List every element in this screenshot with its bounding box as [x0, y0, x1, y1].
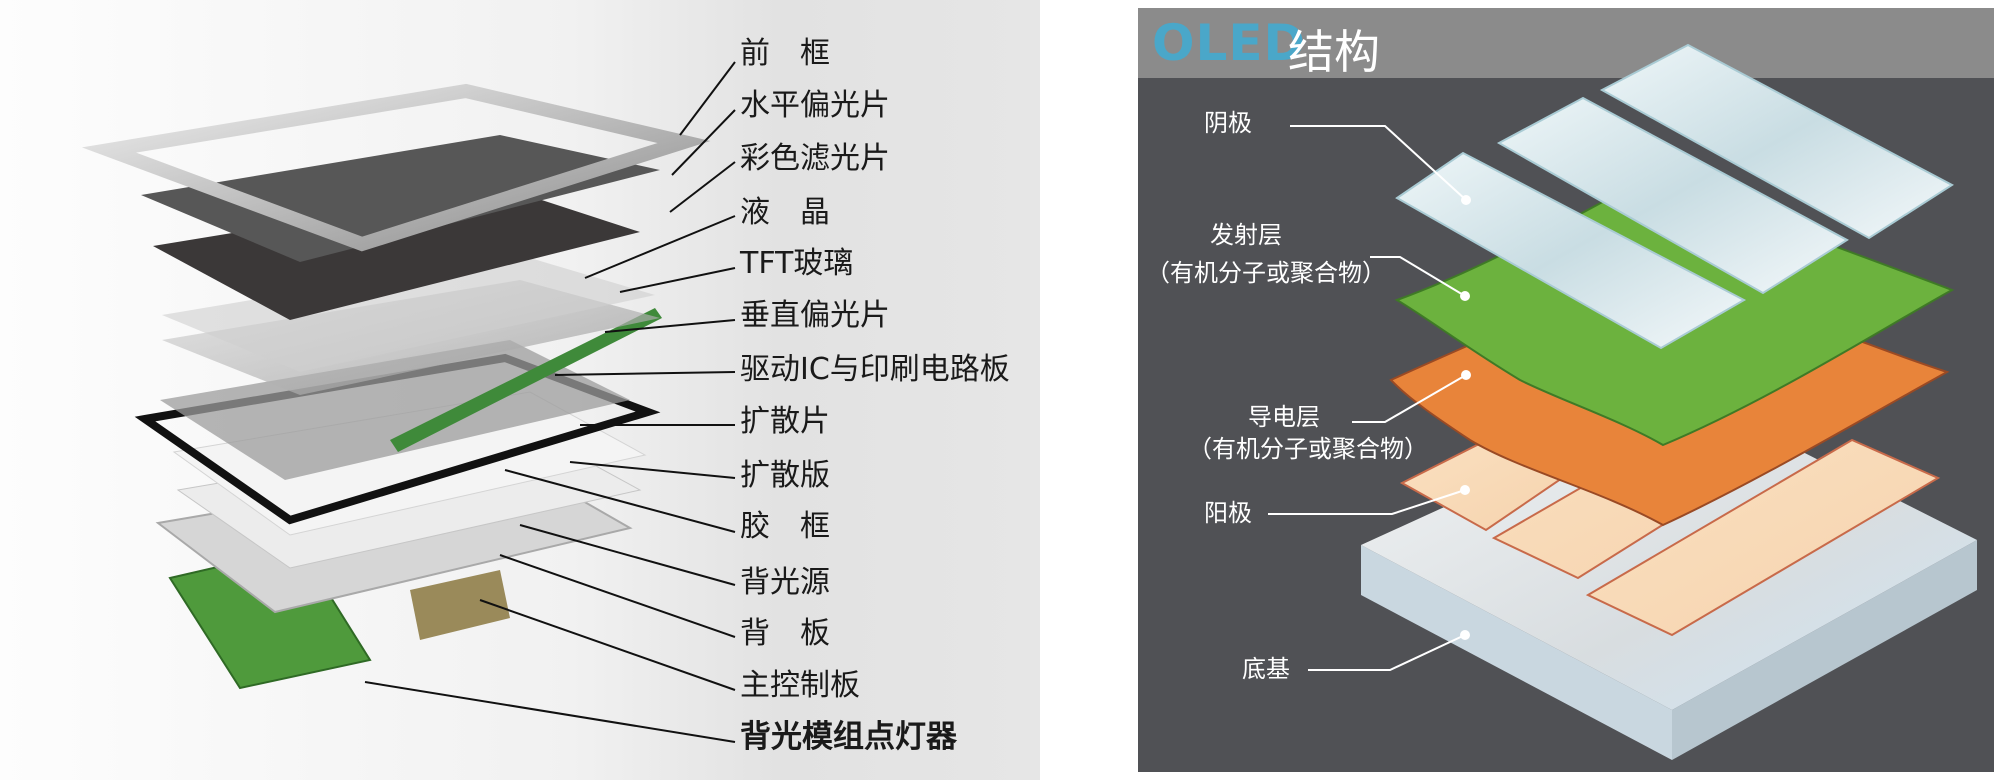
label-anode: 阳极	[1204, 499, 1252, 527]
anode-strip	[1585, 438, 1941, 637]
leader-line-substrate	[1308, 634, 1466, 671]
label-color-filter: 彩色滤光片	[740, 141, 890, 176]
label-glue-frame: 胶 框	[740, 509, 830, 544]
cathode-strip	[1599, 43, 1954, 240]
marker-dot	[1460, 630, 1470, 640]
leader-line	[499, 554, 736, 638]
main-control-board	[410, 570, 510, 640]
leader-line	[619, 267, 736, 293]
cathode-strip	[1395, 151, 1747, 350]
leader-line	[569, 461, 736, 479]
leader-line	[554, 371, 736, 376]
label-backlight-source: 背光源	[740, 565, 830, 600]
lcd-structure-panel: 前 框 水平偏光片 彩色滤光片 液 晶 TFT玻璃 垂直偏光片 驱动IC与印刷电…	[0, 0, 1040, 780]
oled-leader-lines	[1268, 125, 1467, 671]
leader-lines	[364, 61, 736, 743]
horizontal-polarizer	[141, 135, 660, 262]
oled-title-cn: 结构	[1288, 25, 1380, 79]
cathode-strip	[1496, 96, 1849, 295]
label-conductive-note: （有机分子或聚合物）	[1188, 435, 1428, 463]
front-frame	[81, 83, 711, 252]
label-tft-glass: TFT玻璃	[740, 246, 854, 281]
leader-line	[604, 319, 736, 333]
label-conductive-layer: 导电层	[1248, 403, 1320, 431]
label-diffuser-sheet: 扩散片	[740, 404, 830, 439]
substrate-front	[1672, 540, 1977, 760]
marker-dot	[1460, 291, 1470, 301]
leader-line-anode	[1268, 489, 1466, 515]
leader-line-conductive	[1352, 374, 1467, 423]
oled-title-en: OLED	[1152, 14, 1307, 72]
label-substrate: 底基	[1242, 655, 1290, 683]
leader-line-emissive	[1370, 256, 1466, 297]
oled-structure-panel: OLED 结构	[1138, 8, 1994, 772]
oled-header: OLED 结构	[1138, 8, 1994, 79]
substrate-side	[1361, 545, 1672, 760]
driver-pcb	[390, 308, 662, 452]
label-horizontal-polarizer: 水平偏光片	[740, 88, 890, 123]
leader-line	[364, 681, 736, 743]
leader-line	[671, 109, 736, 176]
label-back-plate: 背 板	[740, 616, 830, 651]
marker-dot	[1461, 370, 1471, 380]
leader-line	[519, 524, 736, 586]
label-diffuser-plate: 扩散版	[740, 458, 830, 493]
oled-exploded-diagram	[1268, 43, 1977, 760]
label-emissive-layer: 发射层	[1210, 221, 1282, 249]
marker-dot	[1461, 195, 1471, 205]
leader-line	[679, 61, 736, 136]
leader-line	[479, 599, 736, 691]
label-cathode: 阴极	[1204, 109, 1252, 137]
label-backlight-driver: 背光模组点灯器	[740, 719, 957, 755]
leader-line	[584, 215, 736, 279]
liquid-crystal	[162, 255, 655, 372]
lcd-exploded-diagram	[81, 61, 736, 743]
diffuser-sheet	[160, 340, 630, 480]
leader-line-cathode	[1290, 125, 1467, 201]
label-emissive-note: （有机分子或聚合物）	[1146, 259, 1386, 287]
leader-line	[504, 469, 736, 533]
leader-line	[669, 161, 736, 213]
label-vertical-polarizer: 垂直偏光片	[740, 298, 890, 333]
color-filter	[153, 188, 640, 320]
label-driver-ic-pcb: 驱动IC与印刷电路板	[740, 352, 1010, 387]
label-liquid-crystal: 液 晶	[740, 195, 830, 230]
label-front-frame: 前 框	[740, 36, 830, 71]
label-main-control-board: 主控制板	[740, 668, 860, 703]
marker-dot	[1460, 485, 1470, 495]
